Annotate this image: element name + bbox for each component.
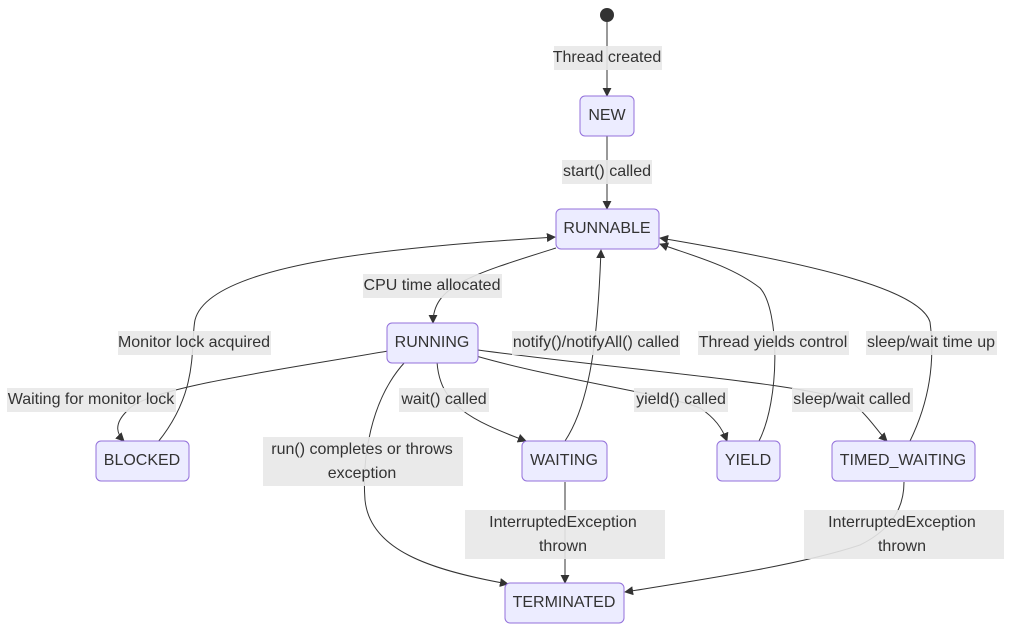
start-node [600,8,614,22]
edge-timedwaiting-runnable [659,234,933,442]
edge-running-terminated [363,361,509,587]
svg-text:InterruptedException: InterruptedException [489,514,637,531]
state-new: NEW [579,95,635,137]
svg-text:RUNNING: RUNNING [395,334,470,351]
svg-text:Waiting for monitor lock: Waiting for monitor lock [8,391,176,408]
svg-text:CPU time allocated: CPU time allocated [364,277,501,294]
svg-text:TERMINATED: TERMINATED [513,594,616,611]
svg-text:wait() called: wait() called [400,391,486,408]
edge-blocked-runnable [157,233,556,443]
svg-text:exception: exception [328,465,397,482]
edge-label-waiting-for-monitor-lock: Waiting for monitor lock [7,388,176,412]
state-running: RUNNING [386,322,479,364]
svg-text:TIMED_WAITING: TIMED_WAITING [840,452,967,469]
edge-label-interrupted-timedwaiting: InterruptedException thrown [804,510,1004,559]
edge-yield-runnable [659,242,776,442]
edge-label-monitor-lock-acquired: Monitor lock acquired [118,331,271,355]
svg-text:Thread yields control: Thread yields control [699,334,848,351]
edge-label-notify-called: notify()/notifyAll() called [512,331,680,355]
svg-text:WAITING: WAITING [530,452,598,469]
edge-label-yield-called: yield() called [634,388,728,412]
svg-text:notify()/notifyAll() called: notify()/notifyAll() called [513,334,679,351]
edge-waiting-runnable [564,249,606,442]
svg-text:thrown: thrown [878,538,926,555]
edge-label-thread-yields-control: Thread yields control [698,331,849,355]
edge-label-sleep-wait-time-up: sleep/wait time up [866,331,997,355]
svg-text:thrown: thrown [539,538,587,555]
state-blocked: BLOCKED [95,440,190,482]
svg-text:yield() called: yield() called [636,391,726,408]
svg-text:RUNNABLE: RUNNABLE [563,220,650,237]
edge-label-start-called: start() called [562,160,652,184]
svg-text:run() completes or throws: run() completes or throws [271,441,452,458]
svg-text:InterruptedException: InterruptedException [828,514,976,531]
state-waiting: WAITING [521,440,608,482]
svg-text:Thread created: Thread created [553,49,662,66]
edge-label-thread-created: Thread created [553,46,662,70]
svg-text:sleep/wait called: sleep/wait called [793,391,910,408]
svg-text:NEW: NEW [588,107,626,124]
svg-text:sleep/wait time up: sleep/wait time up [867,334,995,351]
edge-label-interrupted-waiting: InterruptedException thrown [465,510,665,559]
edge-label-cpu-time-allocated: CPU time allocated [363,274,502,298]
svg-text:Monitor lock acquired: Monitor lock acquired [118,334,270,351]
state-yield: YIELD [716,440,781,482]
state-terminated: TERMINATED [504,582,625,624]
svg-text:YIELD: YIELD [725,452,771,469]
state-runnable: RUNNABLE [555,208,660,250]
state-timed-waiting: TIMED_WAITING [831,440,976,482]
edge-label-wait-called: wait() called [399,388,489,412]
svg-text:start() called: start() called [563,163,651,180]
edge-label-sleep-wait-called: sleep/wait called [792,388,913,412]
edge-label-run-completes: run() completes or throws exception [263,437,463,486]
svg-text:BLOCKED: BLOCKED [104,452,180,469]
